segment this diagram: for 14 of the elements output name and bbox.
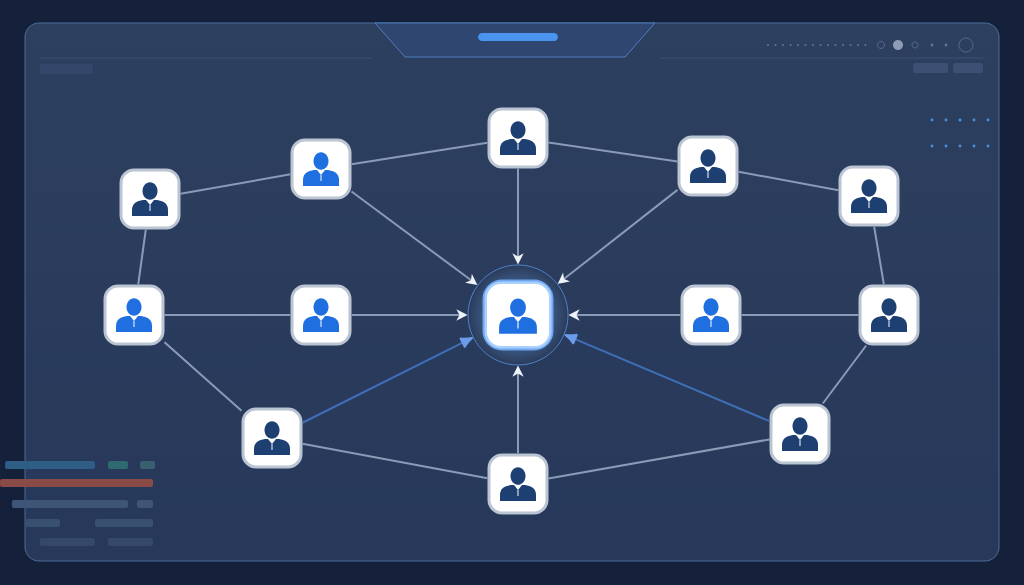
connector-line bbox=[163, 341, 243, 412]
arrow bbox=[564, 333, 771, 423]
connector-line bbox=[821, 344, 868, 405]
arrow bbox=[301, 337, 473, 424]
connector-line bbox=[547, 141, 679, 163]
connector-line bbox=[740, 314, 860, 316]
connector-line bbox=[873, 225, 885, 286]
connector-line bbox=[163, 314, 292, 316]
connector-line bbox=[301, 442, 489, 480]
connector-line bbox=[737, 170, 840, 192]
connector-line bbox=[547, 438, 771, 480]
connector-line bbox=[137, 228, 147, 286]
connector-line bbox=[350, 141, 489, 166]
connector-line bbox=[179, 173, 292, 195]
